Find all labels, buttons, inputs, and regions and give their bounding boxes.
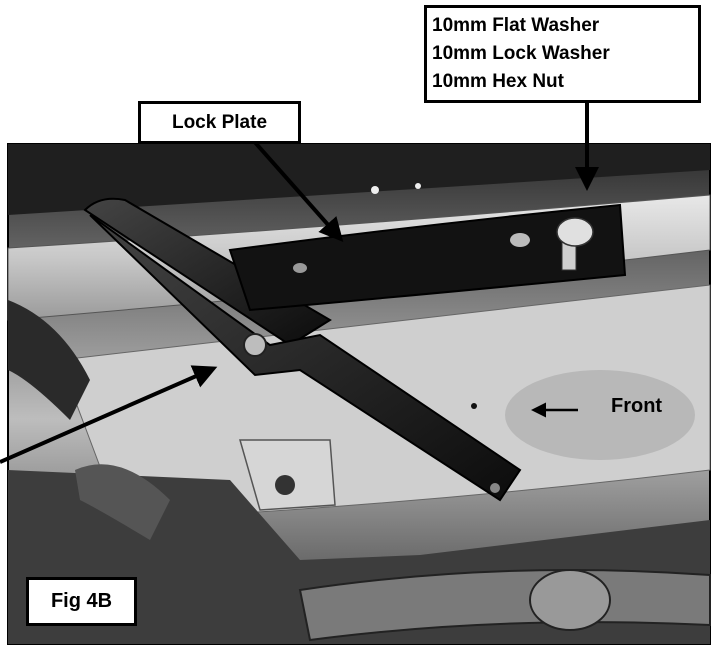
photo-body xyxy=(7,143,711,645)
callout-hex-nut: 10mm Hex Nut xyxy=(432,71,564,92)
callout-lock-washer: 10mm Lock Washer xyxy=(432,43,610,64)
hardware-callout-box: 10mm Flat Washer 10mm Lock Washer 10mm H… xyxy=(424,5,701,103)
callout-arrows xyxy=(0,103,599,464)
left-arrow xyxy=(0,365,218,464)
front-label: Front xyxy=(611,395,663,417)
lock-plate-arrow xyxy=(250,137,344,242)
figure-label: Fig 4B xyxy=(26,577,137,626)
callout-flat-washer: 10mm Flat Washer xyxy=(432,15,600,36)
lock-plate-label: Lock Plate xyxy=(138,101,301,144)
